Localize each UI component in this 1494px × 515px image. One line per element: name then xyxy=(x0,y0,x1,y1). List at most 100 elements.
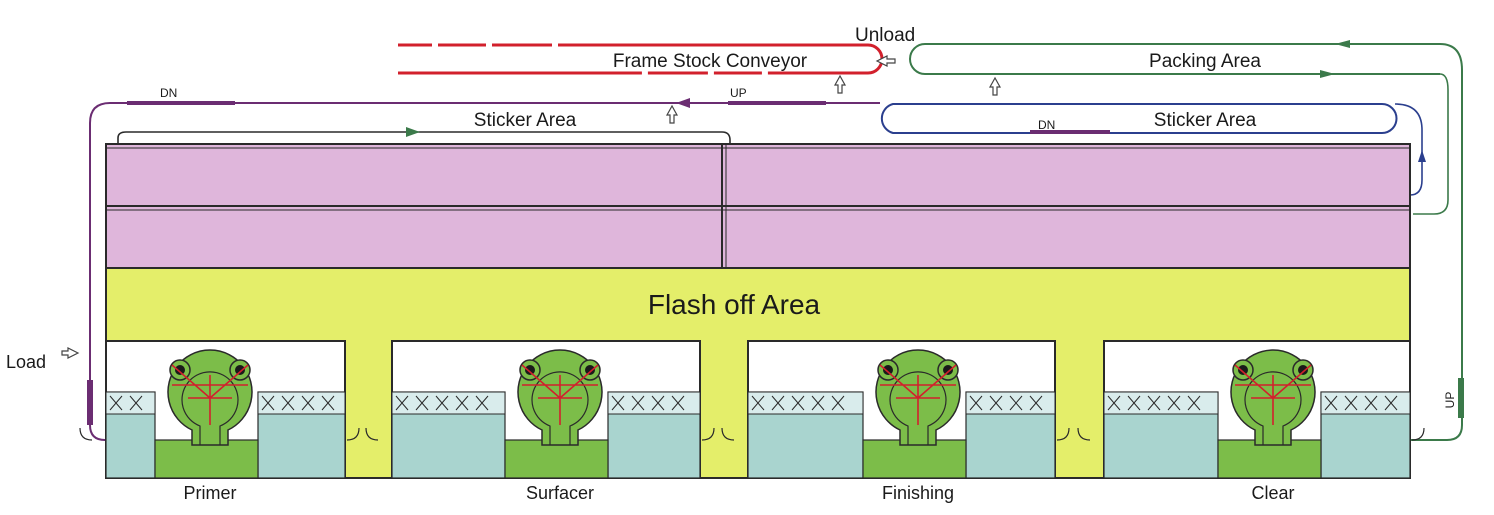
up-right-marker xyxy=(1458,378,1464,418)
up-arrow-3-icon xyxy=(665,104,679,124)
flash-off-area-label: Flash off Area xyxy=(648,289,821,320)
booth-clear-robot-inner xyxy=(1244,371,1302,445)
up-arrow-2-icon xyxy=(988,76,1002,96)
booth-finishing-roller-1-2 xyxy=(1009,395,1023,411)
sticker-area-right-loop: DN Sticker Area xyxy=(880,103,1398,134)
booths xyxy=(79,340,1425,479)
booth-primer-robot-base xyxy=(154,439,259,479)
booth-label-finishing: Finishing xyxy=(882,483,954,503)
booth-label-primer: Primer xyxy=(184,483,237,503)
packing-area-label: Packing Area xyxy=(1149,51,1261,72)
booth-finishing-roller-1-0 xyxy=(969,395,983,411)
booth-finishing-robot-knob-center-0 xyxy=(883,365,893,375)
booth-finishing-roller-strip-1 xyxy=(965,391,1056,415)
sticker-right-drop-arrow-icon xyxy=(1418,150,1426,162)
booth-clear-bracket-right xyxy=(1411,427,1425,441)
load-arrow-icon xyxy=(61,347,80,359)
right-return-line-2 xyxy=(1413,73,1449,215)
booth-clear-roller-1-1 xyxy=(1344,395,1358,411)
booth-surfacer-bracket-left xyxy=(365,427,379,441)
unload-label: Unload xyxy=(855,25,915,46)
booth-clear-roller-strip-0 xyxy=(1103,391,1219,415)
sticker-area-left-conveyor xyxy=(117,131,731,145)
booth-primer-roller-strip-1 xyxy=(257,391,346,415)
booth-surfacer-roller-0-0 xyxy=(395,395,409,411)
booth-clear-bracket-left xyxy=(1077,427,1091,441)
booth-clear-roller-0-0 xyxy=(1107,395,1121,411)
booth-primer-roller-0-0 xyxy=(109,395,123,411)
booth-finishing-bracket-left xyxy=(721,427,735,441)
booth-clear-roller-strip-1 xyxy=(1320,391,1411,415)
booth-primer-roller-1-2 xyxy=(301,395,315,411)
load-label: Load xyxy=(6,352,46,372)
dn-left-label: DN xyxy=(160,86,177,100)
booth-surfacer-robot-knob-center-0 xyxy=(525,365,535,375)
up-top-marker xyxy=(728,101,826,105)
booth-finishing-roller-0-4 xyxy=(831,395,845,411)
booth-surfacer-roller-strip-1 xyxy=(607,391,701,415)
booth-primer-bracket-right xyxy=(346,427,360,441)
booth-finishing-robot-knob-center-1 xyxy=(943,365,953,375)
booth-finishing-roller-0-1 xyxy=(771,395,785,411)
booth-primer-roller-1-0 xyxy=(261,395,275,411)
booth-surfacer-roller-0-4 xyxy=(475,395,489,411)
booth-clear-robot-knob-center-0 xyxy=(1238,365,1248,375)
packing-arrow-icon xyxy=(1335,40,1350,48)
sticker-area-left-arrow-icon xyxy=(406,127,420,137)
packing-arrow-2-icon xyxy=(1320,70,1335,78)
up-arrow-1-icon xyxy=(833,74,847,94)
up-top-label: UP xyxy=(730,86,747,100)
booth-clear-roller-0-3 xyxy=(1167,395,1181,411)
booth-clear-spray-lines xyxy=(1234,364,1312,425)
booth-surfacer-roller-strip-0 xyxy=(391,391,506,415)
booth-clear-roller-0-2 xyxy=(1147,395,1161,411)
booth-clear-roller-1-3 xyxy=(1384,395,1398,411)
booth-surfacer-robot-inner xyxy=(531,371,589,445)
booth-surfacer-roller-1-1 xyxy=(631,395,645,411)
booth-primer-spray-lines xyxy=(171,364,249,425)
packing-area-conveyor xyxy=(909,43,1440,75)
booth-finishing-roller-strip-0 xyxy=(747,391,864,415)
booth-primer-roller-strip-0 xyxy=(105,391,156,415)
booth-primer-roller-1-1 xyxy=(281,395,295,411)
booth-surfacer-roller-1-0 xyxy=(611,395,625,411)
sticker-area-right-conveyor xyxy=(880,103,1398,134)
packing-area-loop: Packing Area xyxy=(909,40,1440,78)
sticker-area-left: Sticker Area xyxy=(117,110,731,145)
unload-arrow-icon xyxy=(875,55,896,67)
load-marker xyxy=(87,380,93,425)
up-right-label: UP xyxy=(1443,392,1457,409)
booth-clear-robot-base xyxy=(1217,439,1322,479)
booth-finishing-roller-1-1 xyxy=(989,395,1003,411)
booth-surfacer-robot-knob-center-1 xyxy=(585,365,595,375)
booth-finishing-bracket-right xyxy=(1056,427,1070,441)
booth-surfacer-spray-lines xyxy=(521,364,599,425)
frame-stock-conveyor-label: Frame Stock Conveyor xyxy=(613,51,808,72)
sticker-area-right-label: Sticker Area xyxy=(1154,110,1257,131)
booth-primer-robot-knob-center-1 xyxy=(235,365,245,375)
booth-finishing-robot-inner xyxy=(889,371,947,445)
booth-clear-roller-0-4 xyxy=(1187,395,1201,411)
booth-surfacer-bracket-right xyxy=(701,427,715,441)
booth-finishing-roller-1-3 xyxy=(1029,395,1043,411)
dn-right-label: DN xyxy=(1038,118,1055,132)
right-return-line xyxy=(1110,43,1463,441)
dn-right-marker xyxy=(1030,130,1110,134)
booth-primer-roller-0-1 xyxy=(129,395,143,411)
booth-surfacer-roller-0-1 xyxy=(415,395,429,411)
booth-primer-roller-1-3 xyxy=(321,395,335,411)
booth-finishing-roller-0-0 xyxy=(751,395,765,411)
booth-surfacer-roller-0-2 xyxy=(435,395,449,411)
booth-finishing-spray-lines xyxy=(879,364,957,425)
booth-surfacer-roller-0-3 xyxy=(455,395,469,411)
booth-clear-robot-knob-center-1 xyxy=(1298,365,1308,375)
booth-primer-robot-inner xyxy=(181,371,239,445)
booth-clear-roller-1-0 xyxy=(1324,395,1338,411)
booth-finishing-roller-0-2 xyxy=(791,395,805,411)
up-top-arrow-icon xyxy=(676,98,690,108)
booth-surfacer-roller-1-2 xyxy=(651,395,665,411)
dn-left-marker xyxy=(127,101,235,105)
booth-clear-roller-1-2 xyxy=(1364,395,1378,411)
booth-primer-bracket-left xyxy=(79,427,93,441)
booth-label-clear: Clear xyxy=(1251,483,1294,503)
